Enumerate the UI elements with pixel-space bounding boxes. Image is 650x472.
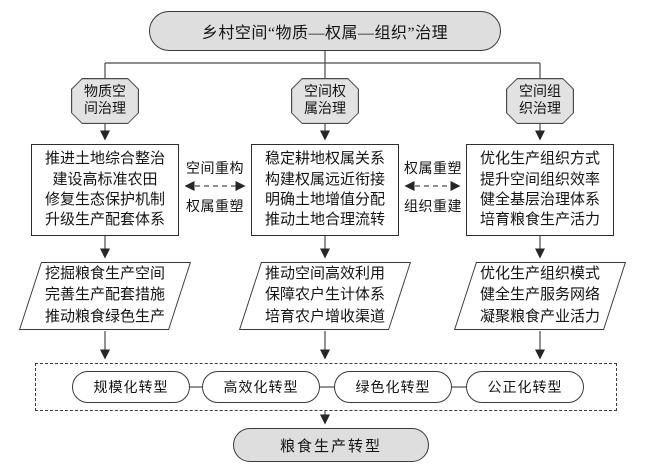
pillar2-outcomes-text: 推动空间高效利用 保障农户生计体系 培育农户增收渠道 — [264, 266, 386, 325]
pillar1-octagon: 物质空 间治理 — [71, 78, 139, 124]
root-node: 乡村空间“物质—权属—组织”治理 — [149, 11, 501, 51]
transition-pill-efficiency: 高效化转型 — [202, 371, 320, 403]
transition-group-box — [35, 363, 617, 411]
pillar2-outcomes-parallelogram: 推动空间高效利用 保障农户生计体系 培育农户增收渠道 — [238, 262, 412, 330]
pillar3-label: 空间组 织治理 — [507, 79, 573, 123]
pillar2-octagon: 空间权 属治理 — [291, 78, 359, 124]
result-node: 粮食生产转型 — [233, 428, 429, 462]
transition-pill-justice: 公正化转型 — [466, 371, 584, 403]
pillar3-octagon: 空间组 织治理 — [506, 78, 574, 124]
pillar1-measures-box: 推进土地综合整治 建设高标准农田 修复生态保护机制 升级生产配套体系 — [31, 144, 179, 236]
link-right-top-label: 权属重塑 — [404, 162, 462, 177]
transition-pill-scale: 规模化转型 — [72, 371, 190, 403]
pillar1-label: 物质空 间治理 — [72, 79, 138, 123]
transition-pill-green: 绿色化转型 — [334, 371, 452, 403]
pillar1-outcomes-text: 挖掘粮食生产空间 完善生产配套措施 推动粮食绿色生产 — [44, 266, 166, 325]
pillar2-label: 空间权 属治理 — [292, 79, 358, 123]
link-left-top-label: 空间重构 — [186, 162, 244, 177]
pillar3-outcomes-text: 优化生产组织模式 健全生产服务网络 凝聚粮食产业活力 — [479, 266, 601, 325]
pillar1-outcomes-parallelogram: 挖掘粮食生产空间 完善生产配套措施 推动粮食绿色生产 — [18, 262, 192, 330]
pillar3-measures-box: 优化生产组织方式 提升空间组织效率 健全基层治理体系 培育粮食生产活力 — [466, 144, 614, 236]
link-right-bottom-label: 组织重建 — [404, 200, 462, 215]
pillar3-outcomes-parallelogram: 优化生产组织模式 健全生产服务网络 凝聚粮食产业活力 — [453, 262, 627, 330]
link-left-bottom-label: 权属重塑 — [186, 200, 244, 215]
pillar2-measures-box: 稳定耕地权属关系 构建权属远近衔接 明确土地增值分配 推动土地合理流转 — [251, 144, 399, 236]
